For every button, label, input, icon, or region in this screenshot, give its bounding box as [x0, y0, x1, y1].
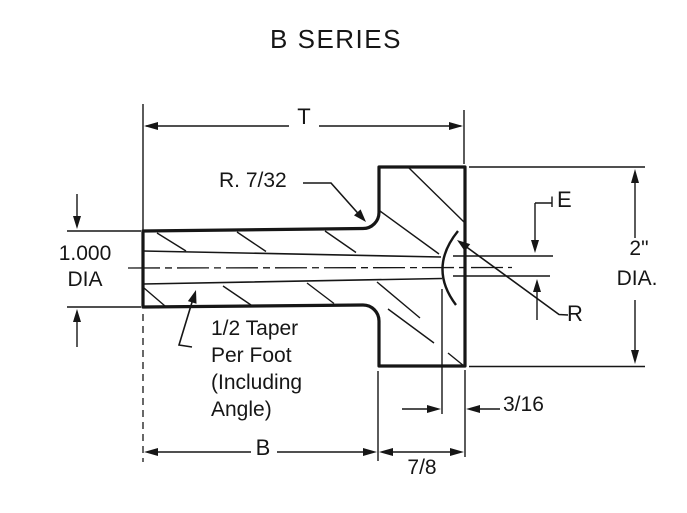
arrow-headdia-bottom [631, 350, 639, 364]
centerline [127, 266, 513, 269]
section-hatching [143, 167, 465, 367]
arrow-recess-left [427, 405, 441, 413]
arrow-headdia-top [631, 169, 639, 183]
fillet-radius-leader [303, 182, 365, 221]
dim-label-recess-depth: 3/16 [503, 393, 544, 416]
arrow-headwidth-left [379, 448, 393, 456]
taper-note-line-1: 1/2 Taper [211, 317, 299, 340]
head-dia-dimension-lines [469, 166, 645, 368]
dim-label-head-dia-value: 2" [629, 237, 649, 260]
arrow-end-radius [457, 240, 471, 252]
arrow-t-right [449, 122, 463, 130]
arrow-b-left [144, 448, 158, 456]
arrow-taper-note [187, 290, 197, 304]
arrow-shankdia-bottom [73, 309, 81, 322]
dim-label-overall-length: T [297, 104, 311, 129]
arrow-fillet-radius [354, 209, 366, 222]
e-dimension-lines [453, 196, 553, 320]
dim-label-shank-dia-value: 1.000 [58, 242, 112, 265]
taper-note-line-2: Per Foot [211, 344, 292, 367]
dim-label-shank-dia-unit: DIA [67, 268, 103, 291]
dimension-arrowheads [73, 122, 639, 456]
t-dimension-lines [142, 104, 465, 230]
b-and-head-width-dimension-lines [157, 371, 451, 461]
taper-note-leader [177, 293, 196, 348]
dim-label-head-dia-unit: DIA. [616, 267, 658, 290]
part-outline [141, 165, 467, 368]
dim-label-small-end: E [557, 187, 572, 212]
drawing-title: B SERIES [270, 24, 402, 54]
taper-note-line-4: Angle) [211, 398, 272, 421]
arrow-recess-right [466, 405, 480, 413]
taper-note-line-3: (Including [211, 371, 303, 394]
arrow-e-up [533, 279, 541, 292]
arrow-headwidth-right [450, 448, 464, 456]
dim-label-end-radius: R [567, 301, 583, 326]
recess-depth-dimension-lines [402, 289, 500, 457]
dim-label-fillet-radius: R. 7/32 [219, 169, 287, 192]
arrow-b-right [363, 448, 377, 456]
arrow-t-left [144, 122, 158, 130]
end-radius-leader [458, 240, 569, 316]
dim-label-shank-length: B [255, 435, 271, 460]
arrow-e-down [531, 240, 539, 253]
taper-note: 1/2 Taper Per Foot (Including Angle) [211, 315, 302, 423]
shank-dia-dimension-lines [67, 194, 141, 347]
dim-label-head-width: 7/8 [407, 456, 437, 479]
taper-bore-lines [142, 250, 443, 285]
arrow-shankdia-top [73, 216, 81, 229]
